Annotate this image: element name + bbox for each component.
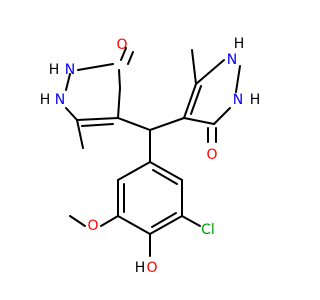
bond-right-n2-to-c3 (213, 107, 231, 125)
atom-label-nitrogen-n2-left: N (55, 92, 65, 108)
bond-methoxy-o-to-methyl (69, 215, 86, 227)
atom-labels: O H N H N H N N H O O Cl H O (40, 36, 261, 276)
atom-label-hydrogen-n2-right: H (250, 92, 261, 108)
molecule-structure-diagram: O H N H N H N N H O O Cl H O (40, 36, 261, 276)
bond-left-co-to-ring-c (118, 69, 121, 89)
bond-ring-double-1 (152, 169, 178, 185)
atom-label-hydroxyl-oxygen: O (146, 260, 157, 276)
atom-label-hydrogen-n1-left: H (49, 62, 60, 78)
bond-right-methyl (191, 49, 197, 85)
bond-left-n2-to-c5 (65, 107, 78, 121)
bond-ring-4-5 (117, 215, 151, 235)
atom-label-oxygen-methoxy: O (87, 218, 98, 234)
bond-right-c5-to-n1 (195, 59, 225, 85)
atom-label-hydroxyl-hydrogen: H (135, 260, 146, 276)
bond-right-n1-to-n2 (235, 65, 241, 93)
bonds (65, 47, 241, 257)
bond-left-c5-to-c4 (76, 117, 119, 121)
atom-label-oxygen-carbonyl-right: O (206, 147, 217, 163)
bond-left-c4-to-c3 (117, 87, 121, 119)
bond-ch-to-right-ring (149, 117, 185, 131)
atom-label-nitrogen-n1-left: N (65, 62, 75, 78)
bond-ring-6-1 (117, 161, 151, 181)
bond-left-methyl (76, 119, 84, 149)
bond-ring-to-chlorine (181, 215, 201, 227)
bond-left-carbonyl-b (127, 51, 134, 65)
bond-ring-3-4 (149, 215, 183, 235)
bond-ring-double-2 (151, 212, 177, 228)
bond-left-c4-c5-double (81, 123, 114, 127)
atom-label-nitrogen-n2-right: N (233, 92, 243, 108)
atom-label-hydrogen-n2-left: H (40, 92, 51, 108)
bond-ring-to-methoxy-o (100, 215, 119, 227)
atom-label-hydrogen-n1-right: H (234, 36, 245, 52)
bond-left-ring-c-to-n1 (77, 63, 114, 71)
bond-right-c4-to-c5 (183, 83, 197, 119)
bond-left-n1-to-n2 (65, 73, 71, 91)
bond-left-carbonyl-a (120, 47, 127, 61)
bond-ring-1-2 (149, 161, 183, 181)
bond-left-ring-to-ch (117, 117, 151, 131)
atom-label-nitrogen-n1-right: N (227, 52, 237, 68)
atom-label-chlorine: Cl (201, 222, 215, 238)
atom-label-oxygen-carbonyl-left: O (116, 37, 127, 53)
bond-right-c3-to-c4 (183, 117, 215, 125)
bond-right-c4-c5-double (190, 85, 202, 115)
